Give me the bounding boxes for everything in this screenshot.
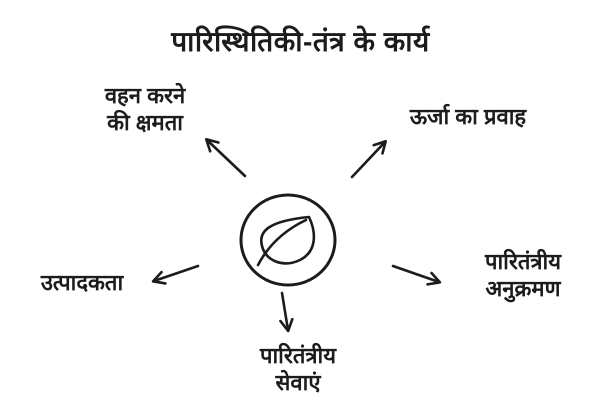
node-ecological-succession: पारितंत्रीय अनुक्रमण xyxy=(448,248,598,302)
node-energy-flow-line1: ऊर्जा का प्रवाह xyxy=(409,104,527,129)
node-energy-flow: ऊर्जा का प्रवाह xyxy=(368,103,568,130)
node-ecological-succession-line2: अनुक्रमण xyxy=(485,276,561,301)
arrow-to-carrying-capacity xyxy=(204,138,247,178)
node-productivity-line1: उत्पादकता xyxy=(40,270,124,295)
node-carrying-capacity-line1: वहन करने xyxy=(104,83,186,108)
leaf-icon xyxy=(256,215,316,267)
node-ecosystem-services-line2: सेवाएं xyxy=(275,370,321,395)
arrow-to-productivity xyxy=(151,264,200,285)
arrow-to-ecological-succession xyxy=(391,264,442,286)
page-title: पारिस्थितिकी-तंत्र के कार्य xyxy=(171,26,430,57)
arrow-to-energy-flow xyxy=(350,139,387,179)
node-productivity: उत्पादकता xyxy=(12,269,152,296)
arrow-to-ecosystem-services xyxy=(279,291,294,333)
node-ecosystem-services-line1: पारितंत्रीय xyxy=(259,343,337,368)
node-ecological-succession-line1: पारितंत्रीय xyxy=(484,249,562,274)
node-carrying-capacity-line2: की क्षमता xyxy=(107,110,183,135)
node-ecosystem-services: पारितंत्रीय सेवाएं xyxy=(208,342,388,396)
node-carrying-capacity: वहन करने की क्षमता xyxy=(55,82,235,136)
center-hub xyxy=(239,193,337,287)
